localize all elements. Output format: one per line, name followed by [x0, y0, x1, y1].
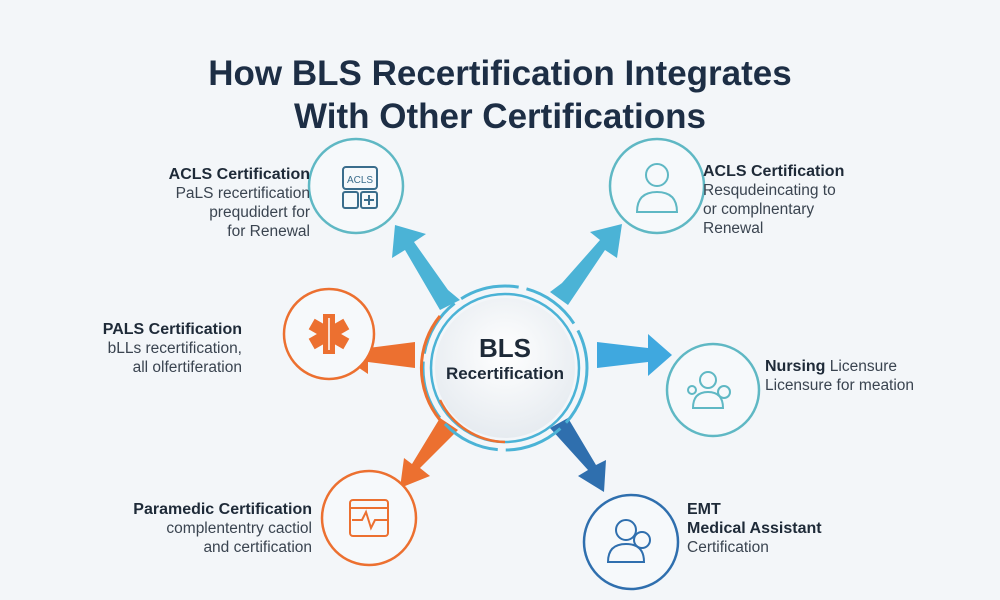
node-heading-2: Medical Assistant: [687, 520, 822, 537]
node-heading: EMT: [687, 501, 721, 518]
acls-card-icon: ACLS: [342, 166, 378, 209]
node-circle-bottom-right: [582, 493, 680, 591]
node-text: Renewal: [703, 220, 764, 237]
title-line-1: How BLS Recertification Integrates: [208, 54, 792, 93]
page-title: How BLS Recertification Integrates With …: [0, 52, 1000, 138]
node-heading-suffix: Licensure: [829, 358, 897, 375]
arrow-bottom-right: [550, 418, 606, 492]
arrow-bottom-left: [400, 418, 458, 488]
node-heading: ACLS Certification: [703, 163, 845, 180]
node-label-top-left: ACLS Certification PaLS recertification …: [169, 165, 310, 241]
arrow-right: [597, 334, 672, 376]
nurse-icon: [635, 163, 679, 213]
node-text: Licensure for meation: [765, 377, 915, 394]
node-label-left: PALS Certification bLLs recertification,…: [103, 320, 242, 377]
center-subtitle: Recertification: [445, 364, 565, 383]
node-heading: Paramedic Certification: [133, 501, 312, 518]
node-text: for Renewal: [227, 223, 310, 240]
node-text: and certification: [203, 539, 312, 556]
node-text: all olfertiferation: [132, 359, 242, 376]
node-label-bottom-left: Paramedic Certification complententry ca…: [133, 500, 312, 557]
node-heading: PALS Certification: [102, 321, 242, 338]
node-text: complententry cactiol: [166, 520, 312, 537]
node-label-top-right: ACLS Certification Resqudeincating to or…: [703, 162, 844, 238]
node-label-bottom-right: EMT Medical Assistant Certification: [687, 500, 822, 557]
center-title: BLS: [479, 333, 531, 363]
node-text: PaLS recertification: [175, 185, 310, 202]
node-heading: Nursing: [765, 358, 826, 375]
node-circle-right: [665, 342, 761, 438]
medical-assistant-icon: [606, 519, 651, 563]
svg-text:ACLS: ACLS: [347, 175, 373, 186]
arrow-top-left: [392, 225, 460, 310]
center-label: BLS Recertification: [425, 333, 585, 385]
node-text: bLLs recertification,: [107, 340, 242, 357]
center-hub: [419, 284, 589, 452]
node-label-right: Nursing Licensure Licensure for meation: [765, 357, 914, 395]
node-heading: ACLS Certification: [168, 166, 310, 183]
node-text: Certification: [687, 539, 769, 556]
node-circle-top-left: [307, 137, 405, 235]
arrow-top-right: [550, 224, 622, 305]
title-line-2: With Other Certifications: [294, 97, 706, 136]
nursing-staff-icon: [687, 371, 731, 409]
heart-monitor-icon: [349, 499, 389, 537]
node-text: Resqudeincating to: [703, 182, 836, 199]
node-circle-bottom-left: [320, 469, 418, 567]
star-of-life-icon: [308, 314, 350, 354]
node-text: or complnentary: [703, 201, 815, 218]
node-text: prequdidert for: [209, 204, 310, 221]
